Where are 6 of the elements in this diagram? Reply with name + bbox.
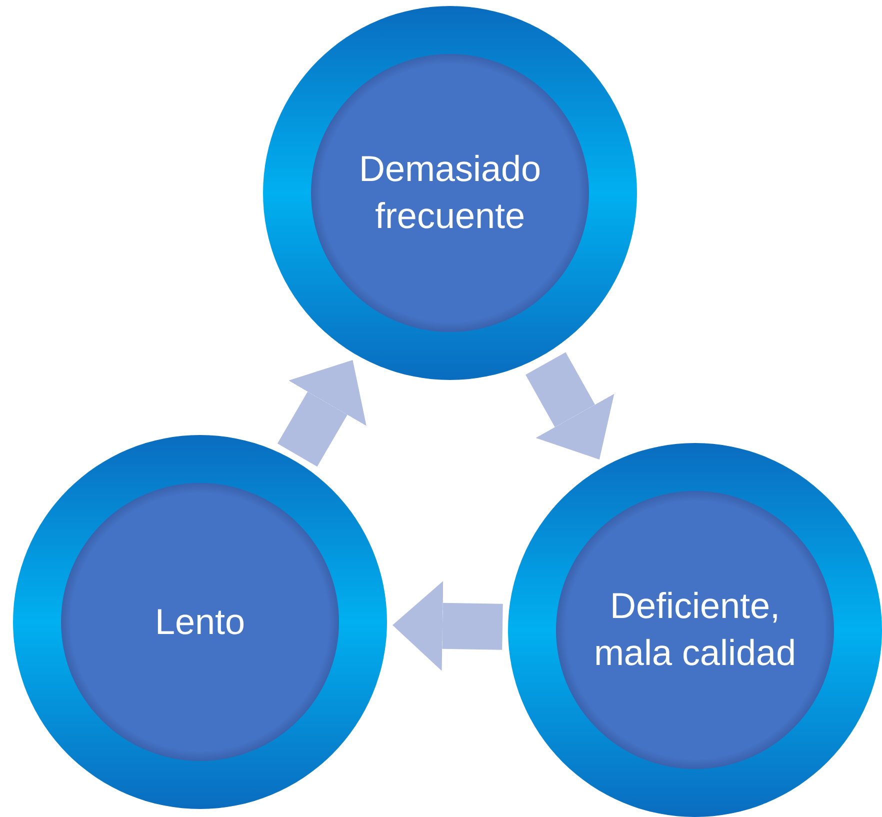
block-arrow [277,360,366,467]
node-label: Deficiente, mala calidad [592,584,798,675]
node-label: Lento [154,600,246,644]
node-label: Demasiado frecuente [358,147,542,238]
block-arrow [392,580,503,671]
block-arrow [526,352,614,460]
